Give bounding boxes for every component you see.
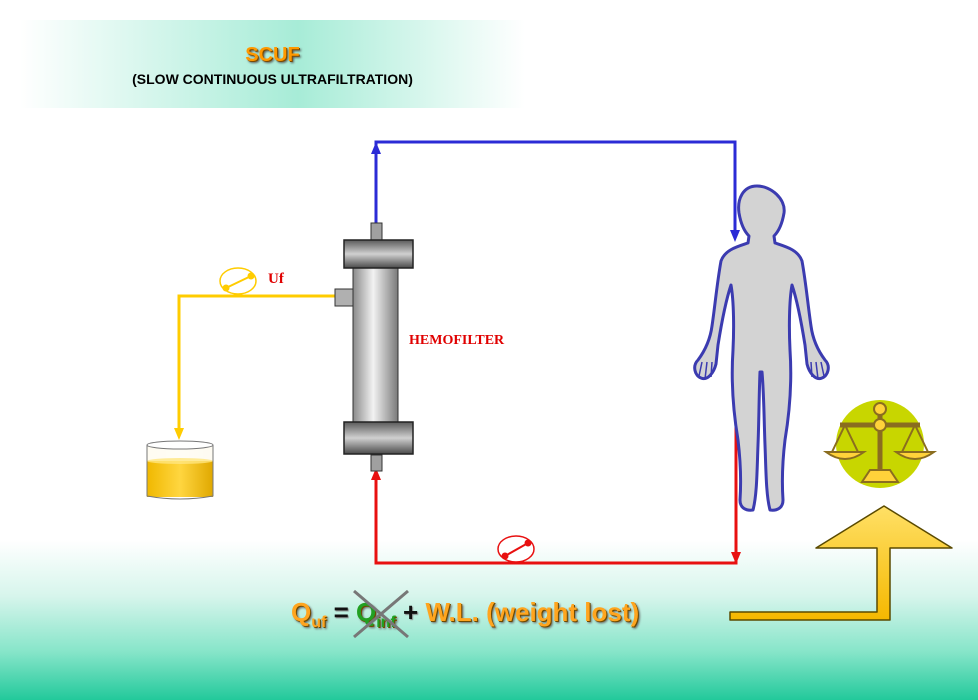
weight-arrow	[729, 505, 953, 621]
weight-lost-term: W.L. (weight lost)	[425, 597, 640, 627]
uf-pump-icon	[219, 267, 257, 295]
strike-through-cross	[353, 589, 409, 639]
blood-access-line	[371, 426, 741, 565]
blood-return-line	[371, 140, 740, 242]
ultrafiltrate-collection-jar	[146, 440, 214, 500]
weight-scale-icon	[822, 400, 938, 488]
plus-sign: +	[403, 597, 419, 627]
page-subtitle: (SLOW CONTINUOUS ULTRAFILTRATION)	[132, 71, 413, 87]
hemofilter	[334, 222, 414, 472]
q-uf-term: Quf	[291, 597, 327, 631]
q-inf-term-struck: Qinf	[353, 589, 409, 639]
ultrafiltrate-line	[174, 294, 336, 440]
scuf-formula: Quf = Qinf + W.L. (weight lost)	[291, 589, 640, 639]
title-banner: SCUF (SLOW CONTINUOUS ULTRAFILTRATION)	[20, 20, 525, 108]
hemofilter-label: HEMOFILTER	[409, 333, 505, 348]
equals-sign: =	[333, 597, 349, 627]
uf-label: Uf	[268, 271, 285, 287]
blood-pump-icon	[497, 535, 535, 563]
page-title: SCUF	[245, 44, 300, 66]
patient-figure	[693, 184, 830, 512]
